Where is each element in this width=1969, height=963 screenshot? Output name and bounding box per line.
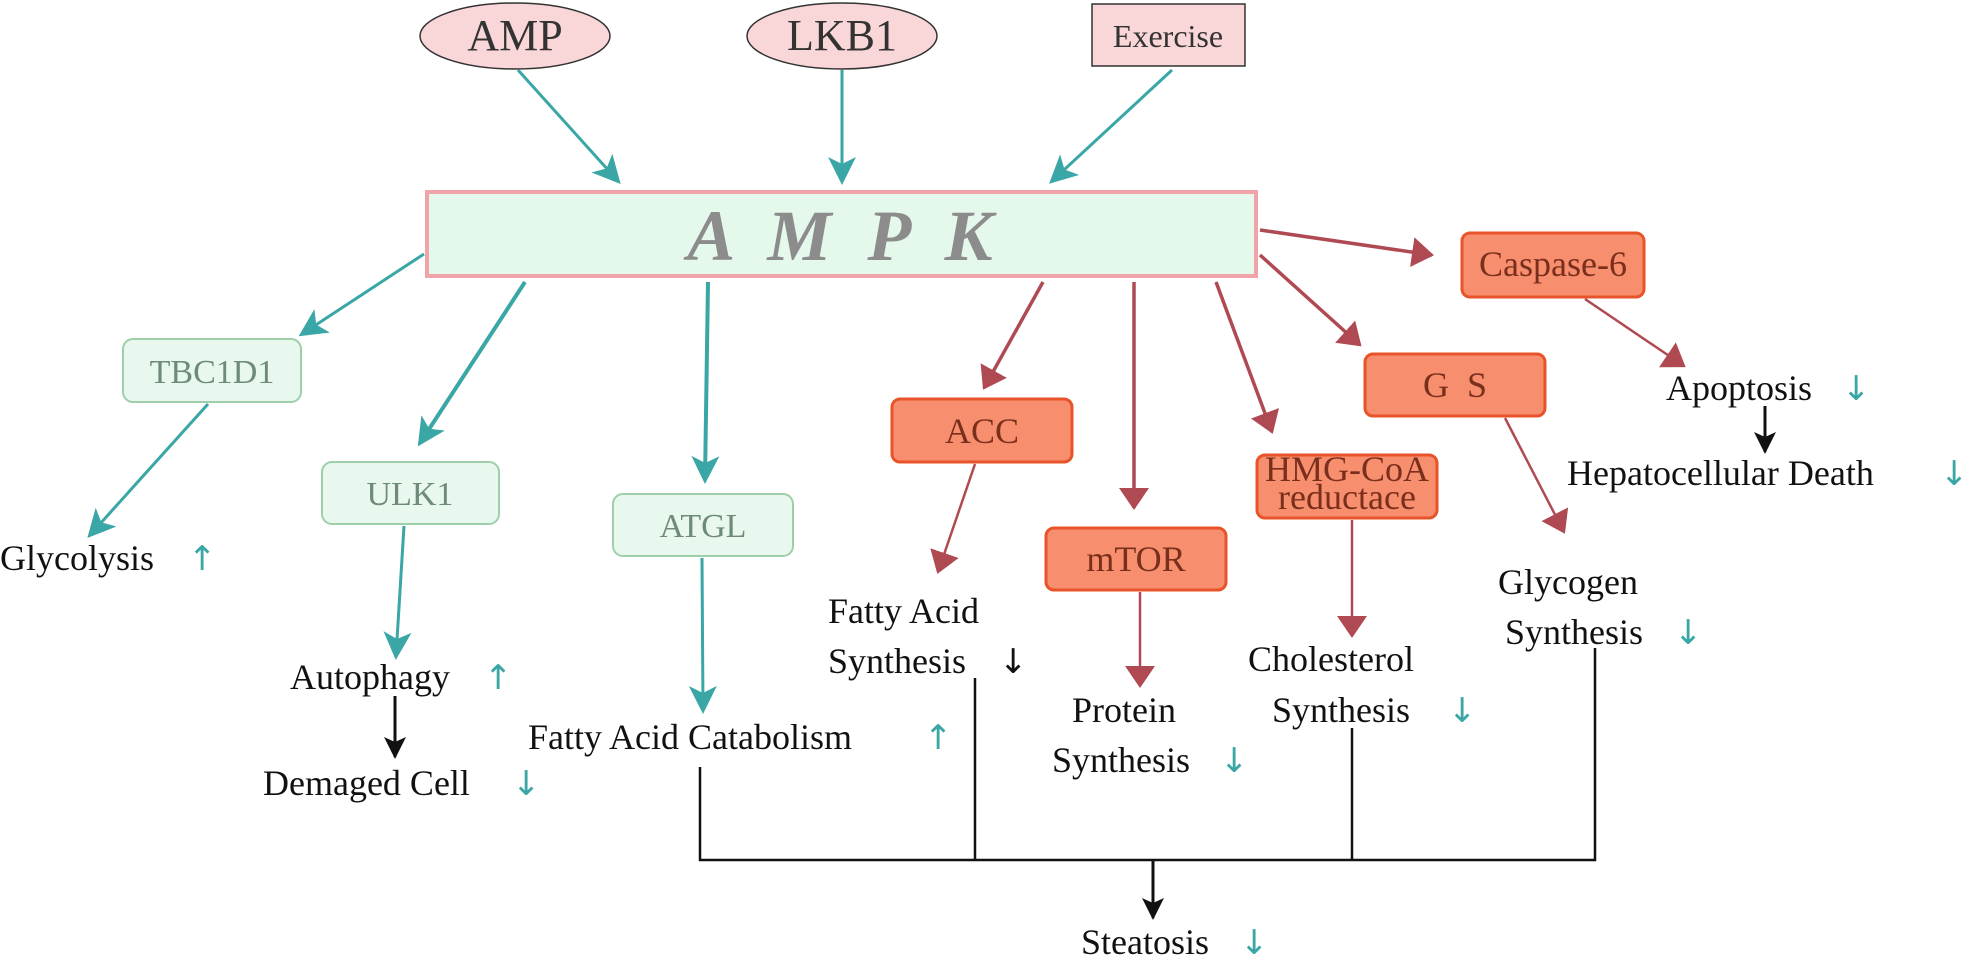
tbc1d1-node: TBC1D1	[122, 338, 302, 403]
gs-label: G S	[1423, 365, 1487, 405]
steatosis-outcome: Steatosis ↓	[1081, 922, 1269, 963]
protein-synthesis-outcome: Protein Synthesis ↓	[1052, 690, 1249, 781]
lkb1-label: LKB1	[787, 11, 897, 60]
down-arrow-icon: ↓	[1842, 369, 1871, 409]
glycogen-synthesis-label-line2: Synthesis	[1505, 612, 1643, 652]
up-arrow-icon: ↑	[188, 539, 217, 579]
protein-synthesis-label-line1: Protein	[1072, 690, 1176, 730]
mtor-label: mTOR	[1086, 539, 1185, 579]
caspase6-node: Caspase-6	[1460, 231, 1646, 299]
ampk-inhibits-caspase6	[1259, 228, 1434, 267]
hmgcoa-node: HMG-CoA reductace	[1255, 449, 1439, 520]
acc-label: ACC	[945, 411, 1019, 451]
down-arrow-icon: ↓	[1940, 454, 1969, 494]
autophagy-label: Autophagy	[290, 657, 450, 697]
caspase6-inhibits-apoptosis	[1584, 297, 1686, 368]
glycogen-synthesis-outcome: Glycogen Synthesis ↓	[1498, 562, 1703, 653]
exercise-to-ampk-arrow	[1049, 68, 1174, 184]
ampk-node: A M P K	[425, 190, 1258, 278]
tbc1d1-label: TBC1D1	[150, 354, 275, 391]
atgl-to-fa-catabolism-arrow	[688, 557, 717, 714]
ampk-to-atgl-arrow	[691, 281, 720, 484]
down-arrow-icon: ↓	[999, 642, 1028, 682]
protein-synthesis-label-line2: Synthesis	[1052, 740, 1190, 780]
ulk1-label: ULK1	[367, 476, 454, 513]
tbc1d1-to-glycolysis-arrow	[87, 402, 210, 538]
down-arrow-icon: ↓	[512, 764, 541, 804]
fa-synthesis-label-line2: Synthesis	[828, 641, 966, 681]
hepatocellular-death-label: Hepatocellular Death	[1567, 453, 1874, 493]
ampk-inhibits-hmgcoa	[1214, 281, 1280, 434]
steatosis-label: Steatosis	[1081, 922, 1209, 962]
exercise-node: Exercise	[1091, 3, 1246, 67]
cholesterol-synthesis-outcome: Cholesterol Synthesis ↓	[1248, 639, 1477, 731]
amp-label: AMP	[467, 11, 562, 60]
caspase6-label: Caspase-6	[1479, 244, 1627, 284]
atgl-label: ATGL	[660, 508, 747, 545]
atgl-node: ATGL	[612, 493, 794, 557]
ampk-to-ulk1-arrow	[417, 280, 527, 447]
mtor-node: mTOR	[1044, 526, 1228, 592]
ampk-inhibits-acc	[980, 281, 1045, 390]
up-arrow-icon: ↑	[924, 718, 953, 758]
acc-node: ACC	[890, 397, 1074, 464]
amp-to-ampk-arrow	[516, 68, 621, 184]
fa-synthesis-label-line1: Fatty Acid	[828, 591, 979, 631]
gs-node: G S	[1363, 352, 1547, 418]
hmgcoa-label-line1: HMG-CoA	[1265, 449, 1429, 489]
apoptosis-label: Apoptosis	[1666, 368, 1812, 408]
demaged-cell-label: Demaged Cell	[263, 763, 470, 803]
ampk-label: A M P K	[683, 196, 997, 276]
hmgcoa-label-line2: reductace	[1278, 477, 1416, 517]
fa-catabolism-label: Fatty Acid Catabolism	[528, 717, 852, 757]
gs-inhibits-glycogen-synthesis	[1503, 417, 1569, 534]
autophagy-outcome: Autophagy ↑	[290, 657, 513, 698]
cholesterol-synthesis-label-line1: Cholesterol	[1248, 639, 1414, 679]
cholesterol-synthesis-label-line2: Synthesis	[1272, 690, 1410, 730]
ulk1-node: ULK1	[321, 461, 500, 525]
ampk-inhibits-gs	[1258, 253, 1362, 347]
down-arrow-icon: ↓	[1448, 691, 1477, 731]
hepatocellular-death-outcome: Hepatocellular Death ↓	[1567, 453, 1969, 494]
exercise-label: Exercise	[1113, 18, 1223, 54]
steatosis-connector	[698, 648, 1597, 862]
amp-node: AMP	[419, 2, 611, 70]
apoptosis-outcome: Apoptosis ↓	[1666, 368, 1871, 409]
glycolysis-outcome: Glycolysis ↑	[0, 538, 217, 579]
ulk1-to-autophagy-arrow	[383, 525, 412, 660]
down-arrow-icon: ↓	[1674, 613, 1703, 653]
up-arrow-icon: ↑	[484, 658, 513, 698]
demaged-cell-outcome: Demaged Cell ↓	[263, 763, 541, 804]
down-arrow-icon: ↓	[1240, 923, 1269, 963]
down-arrow-icon: ↓	[1220, 741, 1249, 781]
glycolysis-label: Glycolysis	[0, 538, 154, 578]
glycogen-synthesis-label-line1: Glycogen	[1498, 562, 1638, 602]
fa-synthesis-outcome: Fatty Acid Synthesis ↓	[828, 591, 1028, 682]
fa-catabolism-outcome: Fatty Acid Catabolism ↑	[528, 717, 953, 758]
lkb1-node: LKB1	[746, 2, 938, 70]
ampk-to-tbc1d1-arrow	[298, 252, 425, 337]
acc-inhibits-fa-synthesis	[930, 463, 977, 574]
